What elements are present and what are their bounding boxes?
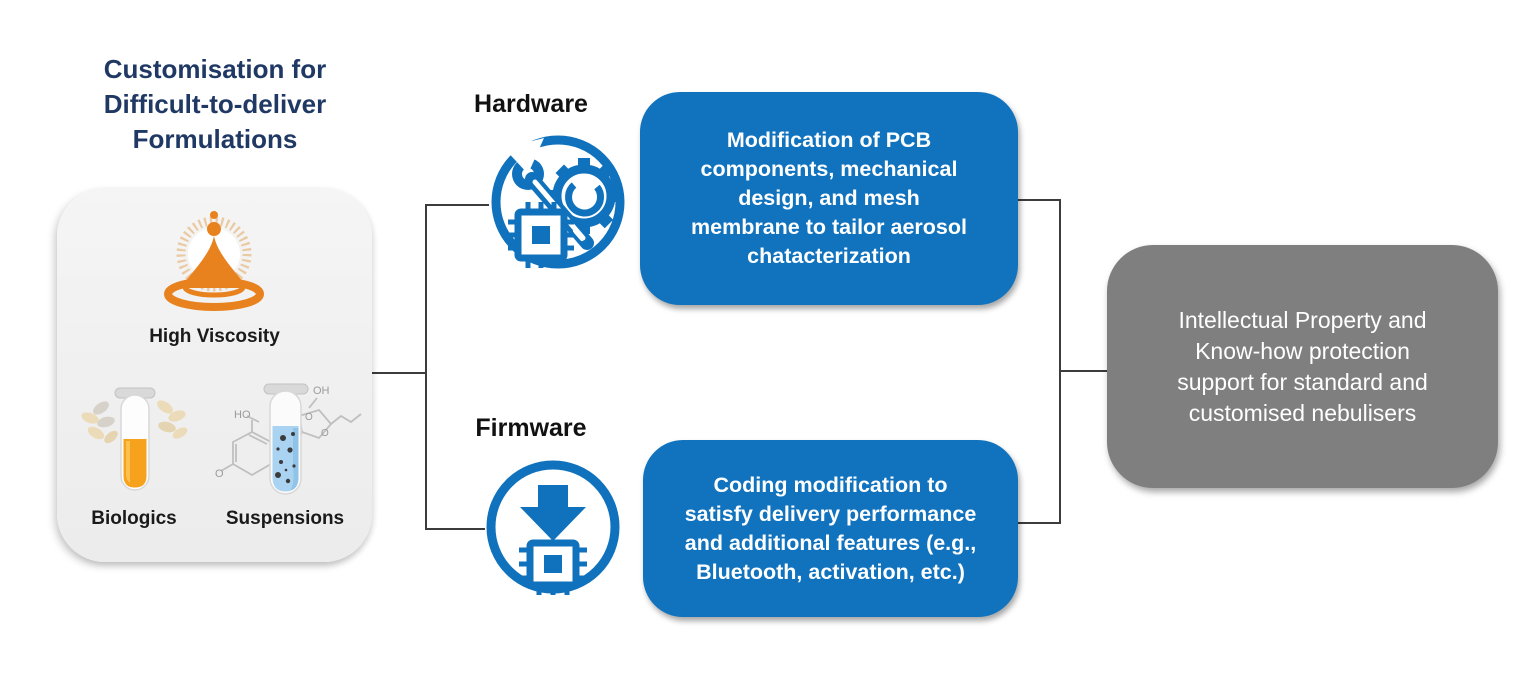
connector-right-vertical (1059, 199, 1061, 524)
connector-firmware-out (1018, 522, 1060, 524)
molecule-o-label: O (215, 468, 224, 480)
formulation-panel: High Viscosity Biologics (57, 188, 372, 562)
suspensions-label: Suspensions (225, 508, 345, 529)
chip-glyph (508, 202, 574, 268)
download-arrow-glyph (520, 485, 586, 541)
hardware-modification-box: Modification of PCB components, mechanic… (640, 92, 1018, 305)
hardware-label: Hardware (474, 90, 588, 118)
molecule-ring-o2-label: O (321, 428, 329, 439)
firmware-download-chip-icon (486, 460, 620, 595)
connector-left-vertical (425, 204, 427, 530)
molecule-ring-o1-label: O (305, 412, 313, 423)
page-title: Customisation for Difficult-to-deliver F… (103, 54, 327, 154)
connector-to-hardware (425, 204, 489, 206)
chip-glyph (519, 539, 587, 595)
ip-protection-box: Intellectual Property and Know-how prote… (1107, 245, 1498, 488)
biologics-label: Biologics (91, 508, 177, 529)
molecule-ho-label: HO (234, 409, 251, 421)
high-viscosity-label: High Viscosity (149, 326, 280, 347)
connector-panel-to-branch (372, 372, 426, 374)
viscosity-droplet-icon (164, 211, 264, 311)
firmware-modification-box: Coding modification to satisfy delivery … (643, 440, 1018, 617)
biologics-test-tube-icon (81, 387, 188, 491)
connector-hardware-out (1018, 199, 1060, 201)
firmware-label: Firmware (475, 414, 587, 442)
molecule-oh-label: OH (313, 385, 330, 397)
connector-to-firmware (425, 528, 485, 530)
suspensions-test-tube-icon: OH HO O O O (215, 383, 362, 495)
connector-to-outcome (1059, 370, 1107, 372)
hardware-wrench-gear-chip-icon (491, 135, 625, 269)
